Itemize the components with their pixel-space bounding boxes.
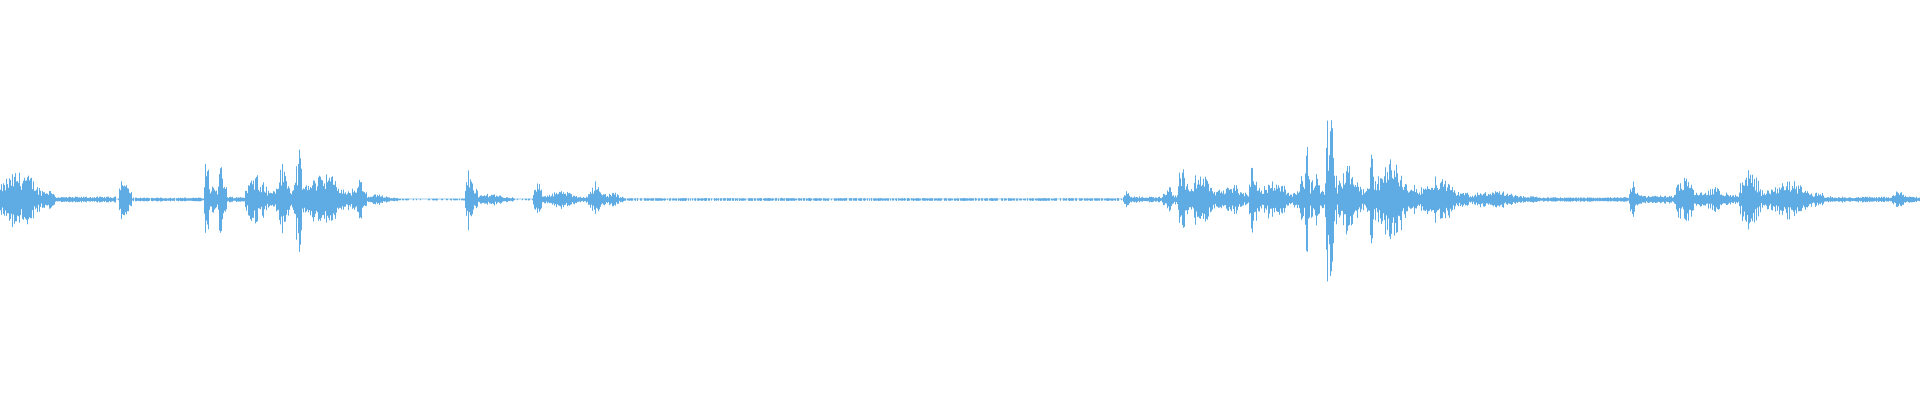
waveform-samples	[0, 120, 1920, 282]
